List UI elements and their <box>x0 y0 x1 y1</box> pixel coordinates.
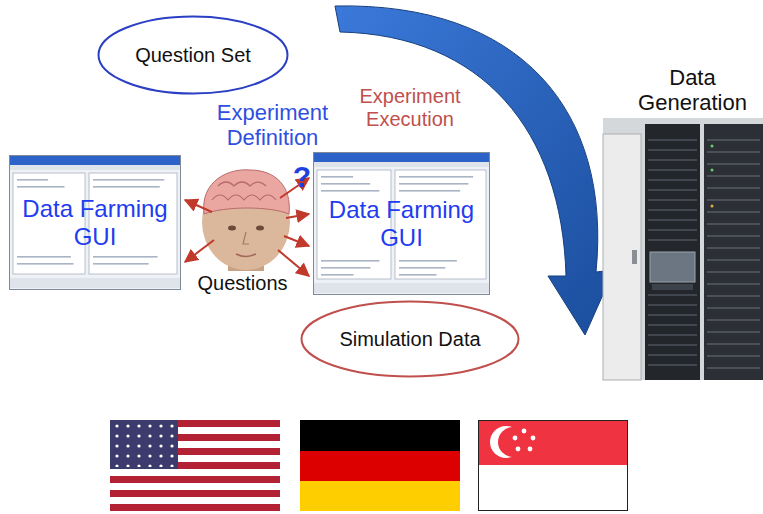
window-statusbar <box>314 283 489 293</box>
window-menubar <box>10 165 180 170</box>
definition-label: Experiment Definition <box>205 100 340 151</box>
gui-screenshot: Data Farming GUI <box>9 155 181 290</box>
data-generation-label: Data Generation <box>625 65 760 116</box>
germany-flag-part <box>300 420 460 451</box>
window-row <box>93 179 164 181</box>
usa-flag-part <box>110 469 280 476</box>
window-frame <box>10 156 181 290</box>
server-rack-photo-part <box>707 140 760 368</box>
brain-head-illustration-part <box>204 170 290 214</box>
server-rack-photo-part <box>632 250 637 264</box>
window-row <box>17 263 74 265</box>
ellipse-outline <box>302 302 519 377</box>
question-arrows-part <box>286 214 309 218</box>
window-row <box>93 256 158 258</box>
window-row <box>321 260 379 262</box>
server-rack-photo-part <box>603 118 763 380</box>
germany-flag <box>300 420 460 511</box>
usa-flag <box>110 420 280 511</box>
node-content: Simulation Data <box>300 300 520 378</box>
node-text: Data Farming GUI <box>15 195 175 250</box>
singapore-flag-part <box>516 447 521 452</box>
question-arrows-part <box>185 200 212 212</box>
singapore-flag-part <box>498 427 528 457</box>
window-pane <box>317 170 391 279</box>
node-text: Simulation Data <box>339 328 480 351</box>
window-frame <box>314 153 490 295</box>
window-row <box>17 179 48 181</box>
question-arrows-part <box>284 236 309 246</box>
node-text: Question Set <box>135 44 251 67</box>
usa-flag-part <box>110 420 178 469</box>
server-rack-photo <box>603 118 763 380</box>
singapore-flag-part <box>478 420 628 465</box>
brain-head-illustration-part <box>256 226 264 231</box>
gui-screenshot: Data Farming GUI <box>313 152 490 295</box>
server-rack-photo-part <box>648 140 697 365</box>
germany-flag-part <box>300 451 460 481</box>
server-rack-photo-part <box>711 205 714 208</box>
node-text: Data Farming GUI <box>322 196 482 251</box>
brain-head-illustration-part <box>212 182 276 200</box>
window-titlebar <box>314 153 489 162</box>
singapore-flag-part <box>513 436 518 441</box>
server-rack-photo-part <box>704 124 763 380</box>
node-content: Data Farming GUI <box>313 152 490 295</box>
brain-head-illustration <box>202 170 290 271</box>
singapore-flag-part <box>522 429 527 434</box>
window-row <box>399 176 473 178</box>
question-arrows <box>185 178 309 276</box>
server-rack-photo-part <box>711 145 714 148</box>
singapore-flag-part <box>531 436 536 441</box>
question-set-ellipse: Question Set <box>97 15 289 95</box>
usa-flag-part <box>110 483 280 490</box>
server-rack-photo-part <box>603 134 641 380</box>
question-mark: ? <box>292 160 312 195</box>
window-row <box>17 186 65 188</box>
window-row <box>17 256 71 258</box>
window-row <box>399 274 437 276</box>
window-row <box>321 267 370 269</box>
usa-flag-part <box>112 422 176 467</box>
server-rack-photo-part <box>650 252 695 282</box>
brain-head-illustration-part <box>228 226 236 231</box>
questions-label: Questions <box>190 272 295 295</box>
singapore-flag-part <box>479 421 628 511</box>
usa-flag-part <box>110 497 280 504</box>
window-row <box>321 183 370 185</box>
window-row <box>399 267 445 269</box>
window-statusbar <box>10 278 180 288</box>
window-menubar <box>314 162 489 167</box>
singapore-flag-part <box>478 465 628 511</box>
germany-flag-part <box>300 481 460 511</box>
window-titlebar <box>10 156 180 165</box>
window-row <box>399 190 460 192</box>
server-rack-photo-part <box>652 284 693 290</box>
server-rack-photo-part <box>645 124 700 380</box>
window-row <box>93 263 149 265</box>
node-content: Data Farming GUI <box>9 155 181 290</box>
window-row <box>321 274 354 276</box>
execution-label: Experiment Execution <box>345 85 475 131</box>
question-arrows-part <box>185 240 214 262</box>
window-row <box>93 186 160 188</box>
window-row <box>399 183 468 185</box>
window-row <box>321 190 379 192</box>
usa-flag-part <box>110 420 280 511</box>
brain-head-illustration-part <box>243 232 249 244</box>
window-row <box>321 176 353 178</box>
singapore-flag <box>478 420 628 511</box>
singapore-flag-part <box>528 447 533 452</box>
node-content: Question Set <box>97 15 289 95</box>
simulation-data-ellipse: Simulation Data <box>300 300 520 378</box>
ellipse-outline <box>99 17 288 94</box>
server-rack-photo-part <box>711 169 714 172</box>
brain-head-illustration-part <box>236 254 256 257</box>
window-row <box>399 260 457 262</box>
